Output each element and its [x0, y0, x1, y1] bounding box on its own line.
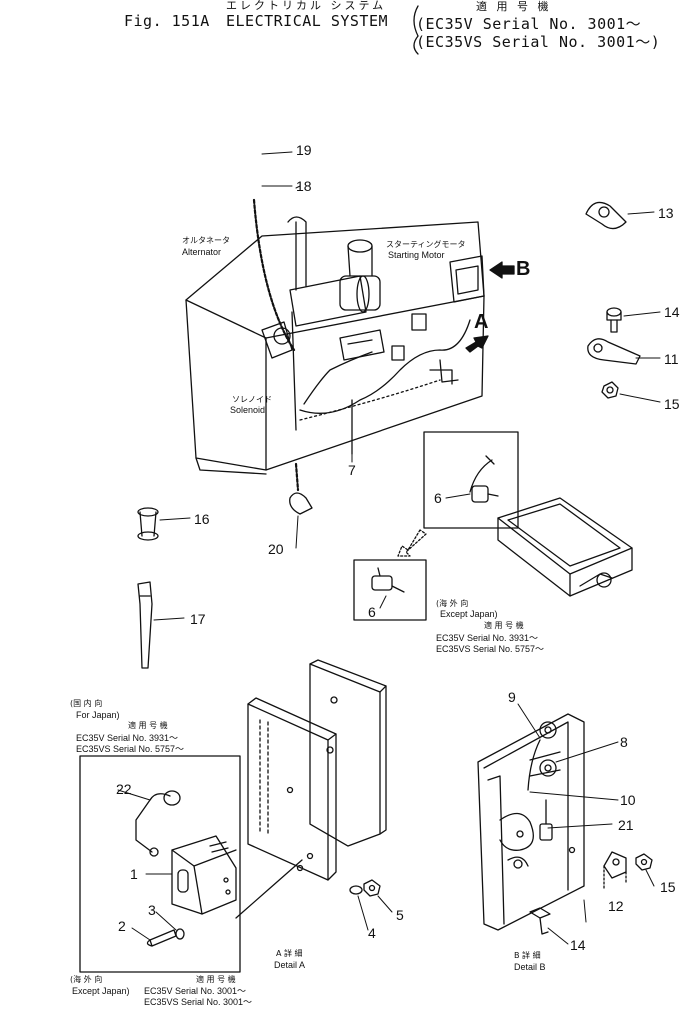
except-japan-upper-serial-1: EC35V Serial No. 3931～: [436, 633, 539, 643]
except-japan-upper-label: Except Japan): [440, 609, 498, 619]
part-number-11: 11: [664, 351, 679, 367]
part-number-1: 1: [130, 866, 138, 882]
starting-motor-label: Starting Motor: [388, 250, 445, 260]
part-number-19: 19: [296, 142, 312, 158]
nut-5-drawing: [363, 879, 381, 897]
nut-15-drawing: [601, 381, 619, 399]
part-number-14-upper: 14: [664, 304, 680, 320]
view-arrow-a: [465, 335, 489, 353]
part-number-16: 16: [194, 511, 210, 527]
direction-arrow: [397, 529, 427, 557]
serial-range-ec35vs: (EC35VS Serial No. 3001～): [416, 33, 661, 51]
cable-tie-17-drawing: [137, 581, 153, 669]
title-japanese: エレクトリカル システム: [226, 0, 387, 12]
header-bracket: [413, 5, 419, 37]
view-b-marker: B: [516, 258, 531, 280]
except-japan-upper-jp: (海 外 向: [436, 599, 469, 608]
part-number-12: 12: [608, 898, 624, 914]
part-number-2: 2: [118, 918, 126, 934]
part-number-17: 17: [190, 611, 206, 627]
for-japan-box: [79, 755, 241, 973]
part-number-4: 4: [368, 925, 376, 941]
part-number-14-lower: 14: [570, 937, 586, 953]
except-japan-lower-jp: (海 外 向: [70, 975, 103, 984]
for-japan-label: For Japan): [76, 710, 120, 720]
part-number-6-lower: 6: [368, 604, 376, 620]
part-number-20: 20: [268, 541, 284, 557]
solenoid-label-jp: ソレノイド: [232, 395, 272, 404]
clip-11-drawing: [587, 338, 641, 365]
detail-a-caption-jp: A 詳 細: [276, 949, 303, 958]
for-japan-serial-2: EC35VS Serial No. 5757～: [76, 744, 185, 754]
alternator-label-jp: オルタネータ: [182, 236, 230, 245]
except-japan-lower-serial-2: EC35VS Serial No. 3001～: [144, 997, 253, 1007]
part-number-6-upper: 6: [434, 490, 442, 506]
part-number-5: 5: [396, 907, 404, 923]
except-japan-upper-applicable-jp: 適 用 号 機: [484, 621, 524, 630]
part-number-7: 7: [348, 462, 356, 478]
bolt-14-drawing: [606, 307, 622, 333]
detail-b-caption-jp: B 詳 細: [514, 951, 541, 960]
clamp-20-drawing: [289, 492, 313, 515]
figure-number: Fig. 151A: [124, 12, 210, 30]
except-japan-upper-serial-2: EC35VS Serial No. 5757～: [436, 644, 545, 654]
part-number-15-lower: 15: [660, 879, 676, 895]
grommet-16-drawing: [137, 507, 159, 541]
detail-link-line: [235, 859, 303, 919]
view-a-marker: A: [474, 311, 489, 333]
detail-box-switch-6: [423, 431, 519, 529]
part-number-10: 10: [620, 792, 636, 808]
bolt-14-lower-drawing: [529, 907, 551, 935]
engine-hood-drawing: [185, 198, 485, 492]
applicable-serial-jp: 適 用 号 機: [476, 0, 552, 13]
part-number-8: 8: [620, 734, 628, 750]
view-arrow-b: [489, 261, 515, 279]
leader-lines: [117, 151, 661, 945]
alternator-label: Alternator: [182, 247, 222, 257]
part-number-15-upper: 15: [664, 396, 680, 412]
detail-b-bracket-drawing: [477, 713, 653, 931]
clip-13-drawing: [585, 201, 627, 230]
part-number-3: 3: [148, 902, 156, 918]
part-number-22: 22: [116, 781, 132, 797]
serial-range-ec35v: (EC35V Serial No. 3001～: [416, 15, 642, 33]
for-japan-applicable-jp: 適 用 号 機: [128, 721, 168, 730]
detail-b-caption: Detail B: [514, 962, 546, 972]
part-number-18: 18: [296, 178, 312, 194]
hydraulic-tank-drawing: [497, 497, 633, 597]
starting-motor-label-jp: スターティングモータ: [386, 240, 466, 249]
page-title: ELECTRICAL SYSTEM: [226, 12, 389, 30]
washer-4-drawing: [349, 885, 363, 895]
solenoid-label: Solenoid: [230, 405, 266, 415]
except-japan-lower-applicable-jp: 適 用 号 機: [196, 975, 236, 984]
part-number-13: 13: [658, 205, 674, 221]
part-number-9: 9: [508, 689, 516, 705]
except-japan-lower-serial-1: EC35V Serial No. 3001～: [144, 986, 247, 996]
detail-box-switch-6-lower: [353, 559, 427, 621]
for-japan-jp: (国 内 向: [70, 699, 103, 708]
detail-a-bracket-drawing: [247, 659, 387, 881]
part-number-21: 21: [618, 817, 634, 833]
for-japan-serial-1: EC35V Serial No. 3931～: [76, 733, 179, 743]
header-bracket: [413, 35, 419, 55]
except-japan-lower-label: Except Japan): [72, 986, 130, 996]
detail-a-caption: Detail A: [274, 960, 306, 970]
